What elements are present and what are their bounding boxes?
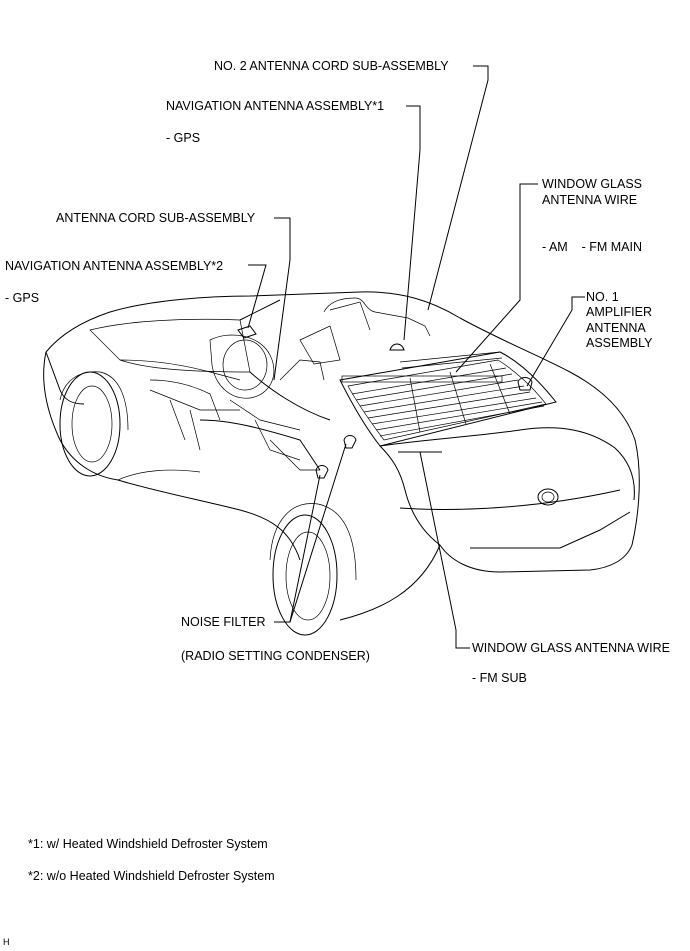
leader-lines xyxy=(247,65,585,649)
amplifier-label-line1: NO. 1 xyxy=(586,290,619,304)
window-glass-wire-top-sub-label: - AM - FM MAIN xyxy=(542,240,642,254)
window-glass-wire-top-label-line2: ANTENNA WIRE xyxy=(542,193,638,207)
nav-antenna-2-sub-label: - GPS xyxy=(5,291,40,305)
no2-antenna-cord-label: NO. 2 ANTENNA CORD SUB-ASSEMBLY xyxy=(214,59,449,73)
footnote-1: *1: w/ Heated Windshield Defroster Syste… xyxy=(28,837,268,851)
nav-antenna-1-sub-label: - GPS xyxy=(166,131,201,145)
amplifier-label-line4: ASSEMBLY xyxy=(586,336,653,350)
nav-antenna-1-label: NAVIGATION ANTENNA ASSEMBLY*1 xyxy=(166,99,385,113)
window-glass-wire-bottom-sub-label: - FM SUB xyxy=(472,671,527,685)
window-glass-wire-top-label-line1: WINDOW GLASS xyxy=(542,177,643,191)
noise-filter-label: NOISE FILTER xyxy=(181,615,266,629)
car-body-outline xyxy=(43,291,640,636)
footnote-2: *2: w/o Heated Windshield Defroster Syst… xyxy=(28,869,275,883)
window-glass-wire-bottom-label: WINDOW GLASS ANTENNA WIRE xyxy=(472,641,670,655)
corner-mark: H xyxy=(3,937,10,947)
amplifier-label-line3: ANTENNA xyxy=(586,321,646,335)
nav-antenna-2-label: NAVIGATION ANTENNA ASSEMBLY*2 xyxy=(5,259,224,273)
antenna-cord-label: ANTENNA CORD SUB-ASSEMBLY xyxy=(56,211,256,225)
noise-filter-sub-label: (RADIO SETTING CONDENSER) xyxy=(181,649,370,663)
amplifier-label-line2: AMPLIFIER xyxy=(586,305,652,319)
